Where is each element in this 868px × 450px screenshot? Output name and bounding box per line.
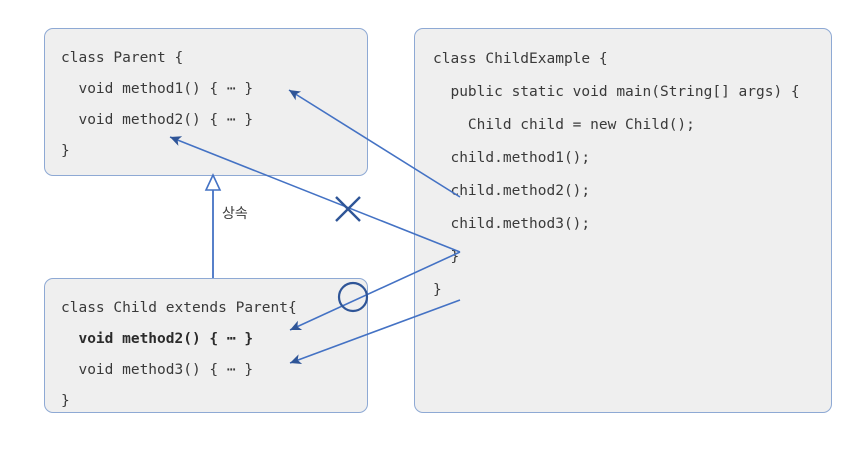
code-line: class Child extends Parent{ xyxy=(61,300,297,316)
code-line-call-method2: child.method2(); xyxy=(433,183,591,199)
code-line: } xyxy=(433,249,460,265)
child-code-lines: class Child extends Parent{ void method2… xyxy=(45,279,367,417)
code-line-overridden: void method2() { ⋯ } xyxy=(61,331,254,347)
code-line: } xyxy=(433,282,442,298)
parent-class-box: class Parent { void method1() { ⋯ } void… xyxy=(44,28,368,176)
code-line: class Parent { xyxy=(61,50,184,66)
parent-code-lines: class Parent { void method1() { ⋯ } void… xyxy=(45,29,367,167)
inheritance-label: 상속 xyxy=(222,206,248,222)
inheritance-connector xyxy=(204,173,222,278)
code-line: void method3() { ⋯ } xyxy=(61,362,254,378)
code-line: void method1() { ⋯ } xyxy=(61,81,254,97)
code-line-call-method1: child.method1(); xyxy=(433,150,591,166)
child-example-class-box: class ChildExample { public static void … xyxy=(414,28,832,413)
uml-generalization-triangle-icon xyxy=(204,173,222,191)
example-code-lines: class ChildExample { public static void … xyxy=(415,29,831,307)
code-line: void method2() { ⋯ } xyxy=(61,112,254,128)
code-line: Child child = new Child(); xyxy=(433,117,695,133)
child-class-box: class Child extends Parent{ void method2… xyxy=(44,278,368,413)
code-line: } xyxy=(61,393,70,409)
blocked-x-icon xyxy=(335,196,361,222)
code-line: public static void main(String[] args) { xyxy=(433,84,800,100)
code-line: } xyxy=(61,143,70,159)
code-line-call-method3: child.method3(); xyxy=(433,216,591,232)
code-line: class ChildExample { xyxy=(433,51,608,67)
